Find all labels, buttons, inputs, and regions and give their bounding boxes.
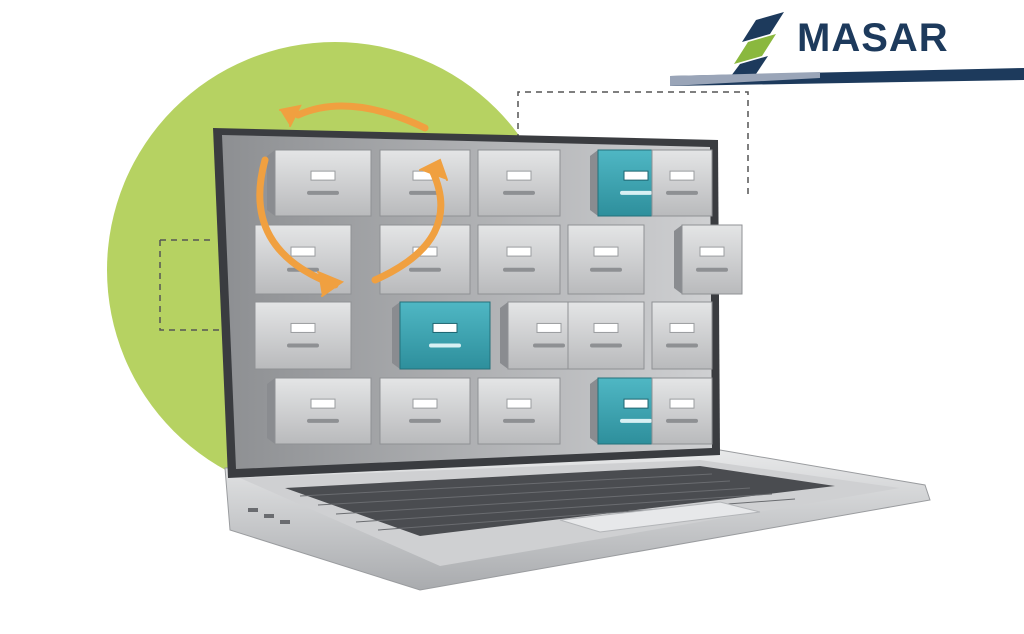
- filing-drawer-icon: [567, 224, 645, 295]
- filing-drawer-icon: [674, 224, 743, 295]
- dashed-connectors: [159, 91, 749, 375]
- filing-drawer-icon: [392, 301, 491, 370]
- filing-drawer-icon: [651, 149, 713, 217]
- laptop-base: [224, 449, 931, 591]
- filing-drawer-icon: [651, 301, 713, 370]
- refresh-cycle-icon: [256, 102, 448, 297]
- brand-name: MASAR: [797, 16, 949, 60]
- filing-drawer-icon: [567, 301, 645, 370]
- filing-drawer-icon: [267, 149, 372, 217]
- filing-drawer-icon: [267, 377, 372, 445]
- filing-cabinet-grid: [254, 149, 743, 445]
- filing-drawer-icon: [254, 301, 352, 370]
- filing-drawer-icon: [379, 377, 471, 445]
- filing-drawer-icon: [651, 377, 713, 445]
- keyboard: [285, 466, 835, 536]
- logo-mark-icon: [728, 12, 784, 80]
- logo-underline: [670, 68, 1024, 86]
- filing-drawer-icon: [477, 224, 561, 295]
- filing-drawer-icon: [477, 149, 561, 217]
- filing-drawer-icon: [477, 377, 561, 445]
- filing-drawer-icon: [379, 224, 471, 295]
- filing-drawer-icon: [379, 149, 471, 217]
- trackpad: [559, 501, 761, 533]
- brand-logo: [670, 0, 1024, 90]
